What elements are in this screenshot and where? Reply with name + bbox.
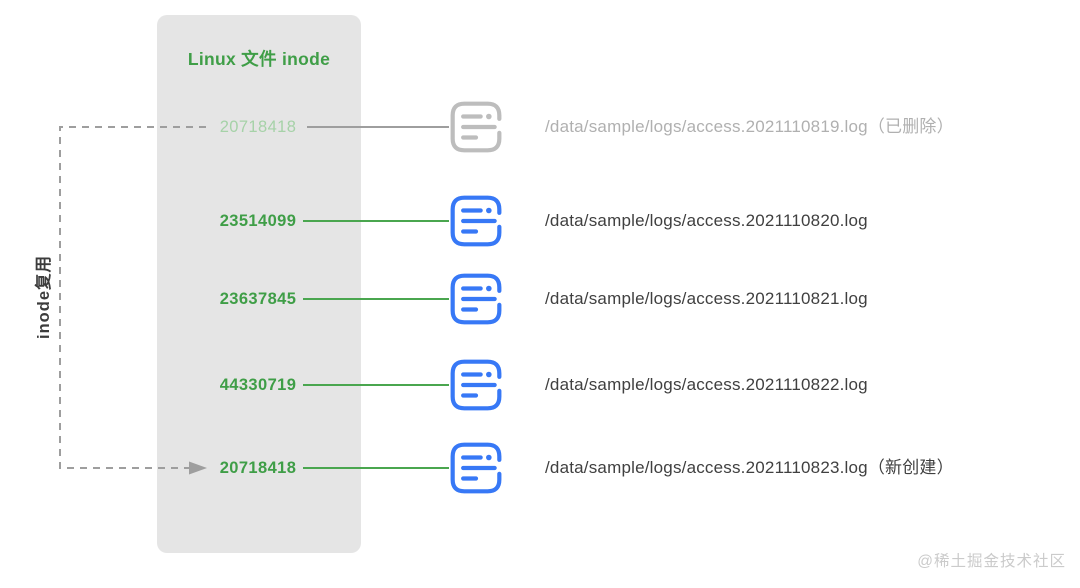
file-path: /data/sample/logs/access.2021110820.log	[545, 211, 868, 230]
watermark: @稀土掘金技术社区	[917, 553, 1066, 570]
connector-line	[303, 298, 449, 300]
log-file-icon	[448, 193, 504, 249]
inode-number: 20718418	[219, 459, 297, 477]
connector-line	[307, 126, 449, 128]
connector-line	[303, 384, 449, 386]
log-file-icon	[448, 357, 504, 413]
table-row: 23637845/data/sample/logs/access.2021110…	[0, 271, 1080, 327]
log-file-icon	[448, 99, 504, 155]
table-row: 20718418/data/sample/logs/access.2021110…	[0, 440, 1080, 496]
file-path: /data/sample/logs/access.2021110819.log（…	[545, 117, 954, 136]
file-path: /data/sample/logs/access.2021110823.log（…	[545, 458, 954, 477]
inode-number: 20718418	[219, 118, 297, 136]
file-path: /data/sample/logs/access.2021110821.log	[545, 289, 868, 308]
log-file-icon	[448, 271, 504, 327]
connector-line	[303, 467, 449, 469]
table-row: 20718418/data/sample/logs/access.2021110…	[0, 99, 1080, 155]
connector-line	[303, 220, 449, 222]
log-file-icon	[448, 440, 504, 496]
inode-number: 23637845	[219, 290, 297, 308]
inode-number: 44330719	[219, 376, 297, 394]
table-row: 44330719/data/sample/logs/access.2021110…	[0, 357, 1080, 413]
table-row: 23514099/data/sample/logs/access.2021110…	[0, 193, 1080, 249]
panel-title: Linux 文件 inode	[187, 49, 331, 69]
file-path: /data/sample/logs/access.2021110822.log	[545, 375, 868, 394]
inode-number: 23514099	[219, 212, 297, 230]
